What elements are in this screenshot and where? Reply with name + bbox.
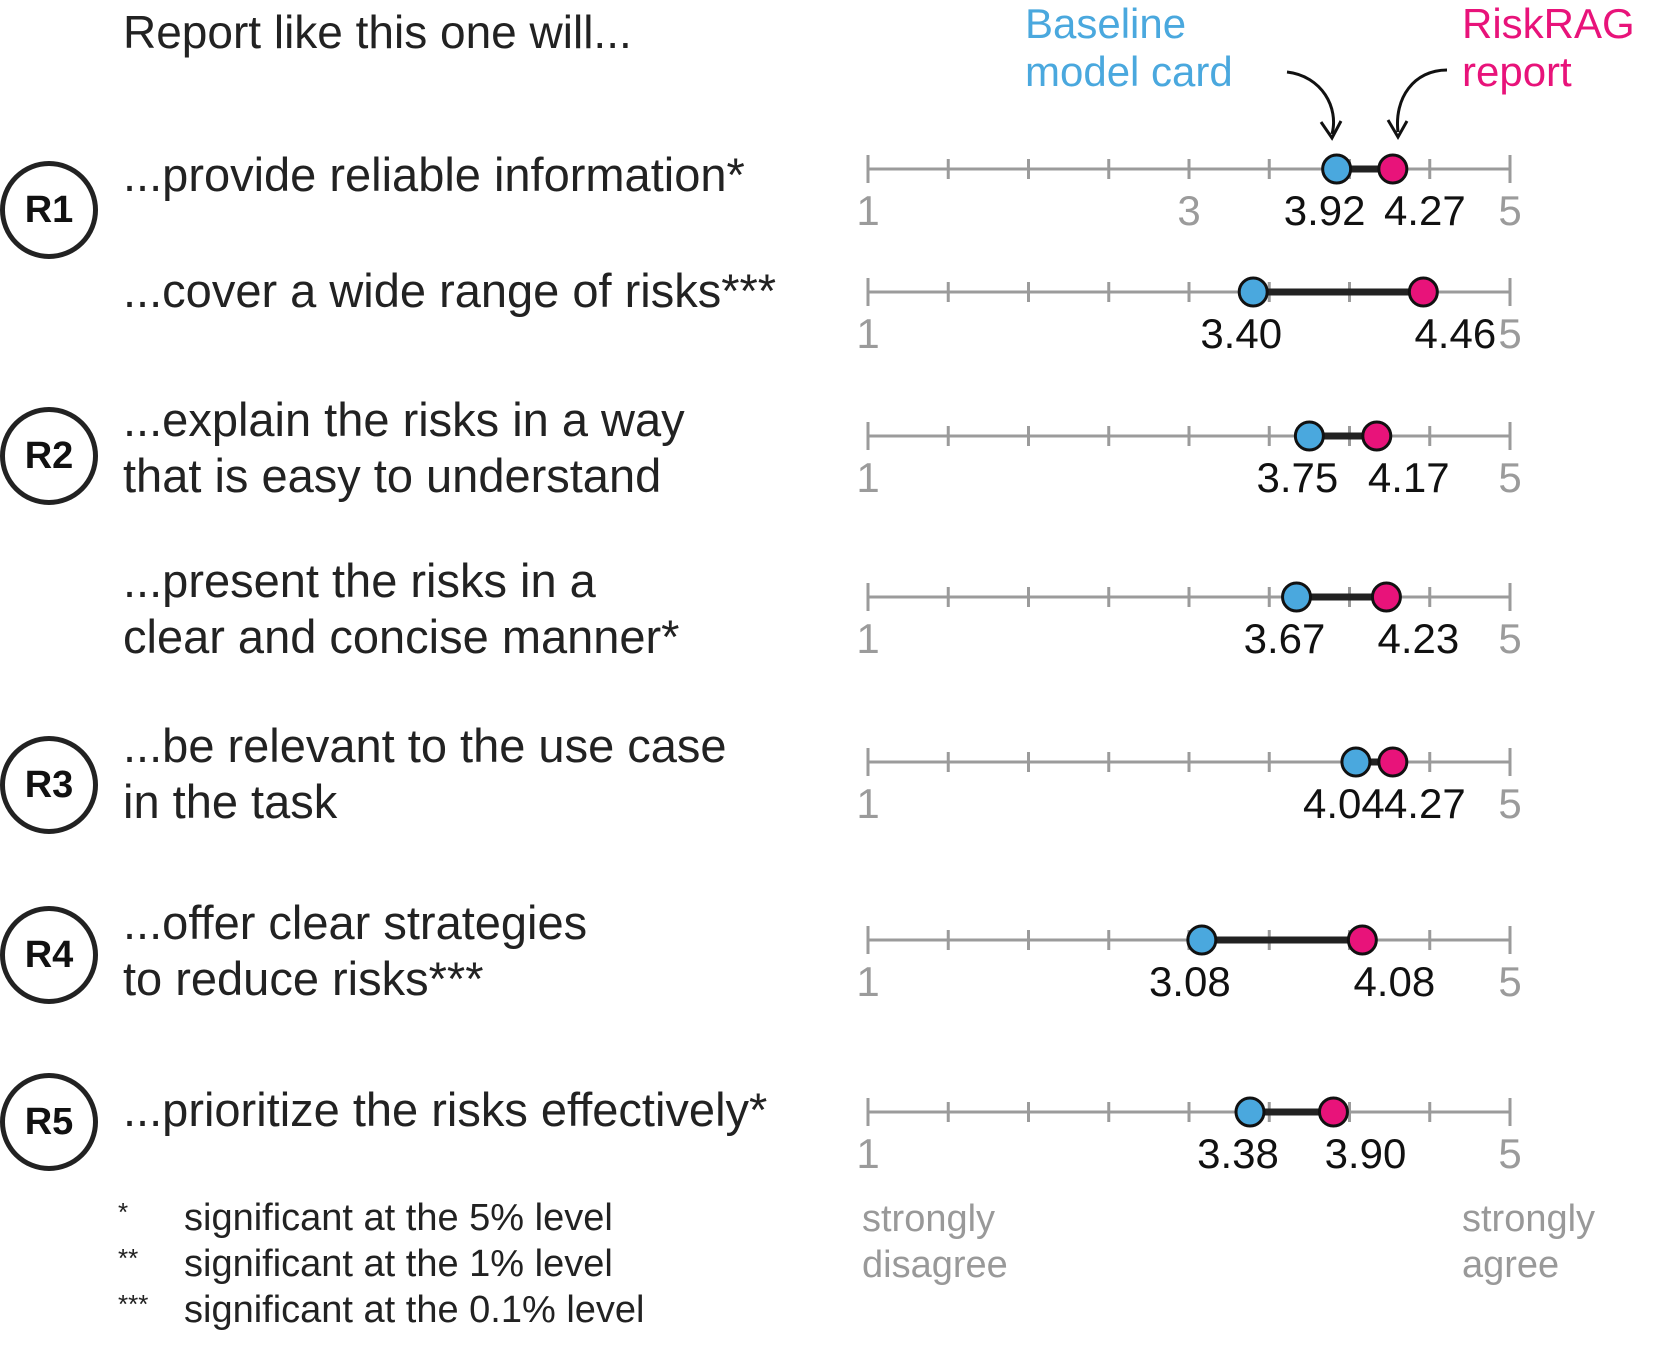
- riskrag-point-5: [1377, 746, 1409, 778]
- legend-baseline: Baseline model card: [1025, 0, 1233, 96]
- baseline-value-label-4: 3.67: [1244, 615, 1326, 662]
- legend-baseline-arrowhead: [1319, 120, 1343, 141]
- baseline-value-label-1: 3.92: [1284, 187, 1366, 234]
- baseline-value-label-2: 3.40: [1200, 310, 1282, 357]
- scale-label-left-line-2: disagree: [862, 1244, 1008, 1286]
- badge-r3: R3: [0, 736, 98, 834]
- axis-tick-label-4-0: 1: [856, 615, 879, 662]
- axis-tick-label-7-0: 1: [856, 1130, 879, 1177]
- riskrag-value-label-5: 4.27: [1384, 780, 1466, 827]
- baseline-point-7: [1234, 1096, 1266, 1128]
- footnote-2-text: significant at the 1% level: [184, 1243, 613, 1285]
- baseline-point-2: [1237, 276, 1269, 308]
- riskrag-point-7: [1317, 1096, 1349, 1128]
- scale-label-right: strongly agree: [1462, 1196, 1595, 1288]
- baseline-value-label-3: 3.75: [1257, 454, 1339, 501]
- legend-riskrag-arrow: [1395, 68, 1448, 133]
- axis-tick-label-2-0: 1: [856, 310, 879, 357]
- axis-tick-label-3-1: 5: [1498, 454, 1521, 501]
- baseline-value-label-6: 3.08: [1149, 958, 1231, 1005]
- legend-baseline-arrow: [1286, 70, 1335, 135]
- riskrag-point-6: [1346, 924, 1378, 956]
- riskrag-value-label-1: 4.27: [1384, 187, 1466, 234]
- riskrag-value-label-6: 4.08: [1353, 958, 1435, 1005]
- axis-tick-label-5-1: 5: [1498, 780, 1521, 827]
- statement-6-line-1: ...offer clear strategies: [123, 896, 588, 949]
- axis-tick-label-1-1: 3: [1177, 187, 1200, 234]
- badge-r1: R1: [0, 161, 98, 259]
- axis-tick-label-1-2: 5: [1498, 187, 1521, 234]
- statement-5-line-1: ...be relevant to the use case: [123, 719, 727, 772]
- baseline-point-1: [1321, 153, 1353, 185]
- baseline-point-5: [1340, 746, 1372, 778]
- statement-3-line-1: ...explain the risks in a way: [123, 393, 685, 446]
- statement-4: ...present the risks in a clear and conc…: [123, 553, 679, 665]
- baseline-point-6: [1186, 924, 1218, 956]
- statement-6-line-2: to reduce risks***: [123, 952, 484, 1005]
- footnote-1-mark: *: [118, 1197, 129, 1227]
- baseline-point-4: [1281, 581, 1313, 613]
- legend-riskrag: RiskRAG report: [1462, 0, 1635, 96]
- statement-2-line-1: ...cover a wide range of risks***: [123, 264, 777, 317]
- scale-label-left-line-1: strongly: [862, 1198, 996, 1240]
- baseline-value-label-7: 3.38: [1197, 1130, 1279, 1177]
- legend-riskrag-line-1: RiskRAG: [1462, 0, 1635, 47]
- riskrag-point-3: [1361, 420, 1393, 452]
- statement-3: ...explain the risks in a way that is ea…: [123, 392, 685, 504]
- legend-riskrag-line-2: report: [1462, 48, 1572, 95]
- statement-3-line-2: that is easy to understand: [123, 449, 662, 502]
- legend-baseline-line-1: Baseline: [1025, 0, 1187, 47]
- legend-baseline-line-2: model card: [1025, 48, 1233, 95]
- statement-4-line-2: clear and concise manner*: [123, 610, 680, 663]
- baseline-value-label-5: 4.04: [1303, 780, 1385, 827]
- statement-2: ...cover a wide range of risks***: [123, 263, 776, 319]
- axis-tick-label-7-1: 5: [1498, 1130, 1521, 1177]
- statement-5: ...be relevant to the use case in the ta…: [123, 718, 727, 830]
- chart-title: Report like this one will...: [123, 6, 632, 58]
- scale-label-right-line-1: strongly: [1462, 1198, 1596, 1240]
- axis-tick-label-5-0: 1: [856, 780, 879, 827]
- riskrag-value-label-4: 4.23: [1378, 615, 1460, 662]
- statement-5-line-2: in the task: [123, 775, 338, 828]
- footnote-3-text: significant at the 0.1% level: [184, 1289, 645, 1331]
- axis-tick-label-6-1: 5: [1498, 958, 1521, 1005]
- statement-6: ...offer clear strategies to reduce risk…: [123, 895, 587, 1007]
- baseline-point-3: [1293, 420, 1325, 452]
- statement-1: ...provide reliable information*: [123, 147, 745, 203]
- riskrag-value-label-7: 3.90: [1325, 1130, 1407, 1177]
- axis-tick-label-1-0: 1: [856, 187, 879, 234]
- riskrag-point-4: [1370, 581, 1402, 613]
- axis-tick-label-2-1: 5: [1498, 310, 1521, 357]
- badge-r5: R5: [0, 1073, 98, 1171]
- riskrag-point-2: [1407, 276, 1439, 308]
- statement-4-line-1: ...present the risks in a: [123, 554, 596, 607]
- riskrag-point-1: [1377, 153, 1409, 185]
- axis-tick-label-3-0: 1: [856, 454, 879, 501]
- footnote-3-mark: ***: [118, 1289, 149, 1319]
- riskrag-value-label-2: 4.46: [1414, 310, 1496, 357]
- statement-7-line-1: ...prioritize the risks effectively*: [123, 1083, 768, 1136]
- footnote-1-text: significant at the 5% level: [184, 1197, 613, 1239]
- footnote-2-mark: **: [118, 1243, 139, 1273]
- scale-label-right-line-2: agree: [1462, 1244, 1560, 1286]
- badge-r4: R4: [0, 906, 98, 1004]
- scale-label-left: strongly disagree: [862, 1196, 1008, 1288]
- legend-riskrag-arrowhead: [1386, 119, 1409, 141]
- axis-tick-label-4-1: 5: [1498, 615, 1521, 662]
- axis-tick-label-6-0: 1: [856, 958, 879, 1005]
- statement-1-line-1: ...provide reliable information*: [123, 148, 745, 201]
- riskrag-value-label-3: 4.17: [1368, 454, 1450, 501]
- badge-r2: R2: [0, 407, 98, 505]
- statement-7: ...prioritize the risks effectively*: [123, 1082, 767, 1138]
